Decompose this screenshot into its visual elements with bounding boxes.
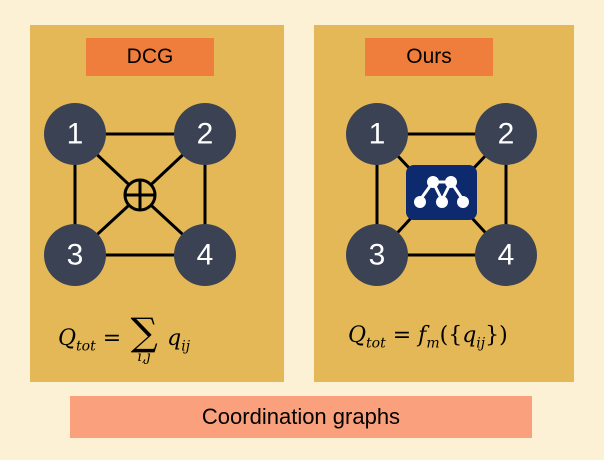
node-3: 3 bbox=[44, 224, 106, 286]
svg-text:3: 3 bbox=[369, 239, 386, 272]
ours-label: Ours bbox=[365, 38, 493, 76]
coordination-graphs-banner: Coordination graphs bbox=[70, 396, 532, 438]
dcg-graph: 1 2 3 4 bbox=[44, 103, 236, 286]
dcg-panel: DCG 1 2 bbox=[30, 25, 284, 382]
node-2: 2 bbox=[475, 103, 537, 165]
dcg-formula: Qtot = ∑ i,j qij bbox=[58, 310, 191, 365]
neural-network-icon bbox=[406, 165, 477, 220]
ours-graph: 1 2 3 4 bbox=[346, 103, 537, 286]
svg-text:4: 4 bbox=[498, 239, 515, 272]
ours-formula: Qtot = fm({qij}) bbox=[348, 323, 508, 352]
svg-text:2: 2 bbox=[197, 118, 214, 151]
node-4: 4 bbox=[475, 224, 537, 286]
circled-plus-icon bbox=[123, 178, 157, 212]
svg-text:1: 1 bbox=[67, 118, 84, 151]
node-2: 2 bbox=[174, 103, 236, 165]
svg-text:4: 4 bbox=[197, 239, 214, 272]
svg-text:2: 2 bbox=[498, 118, 515, 151]
svg-text:3: 3 bbox=[67, 239, 84, 272]
node-3: 3 bbox=[346, 224, 408, 286]
node-1: 1 bbox=[44, 103, 106, 165]
sum-operator: ∑ i,j bbox=[130, 310, 158, 365]
dcg-label: DCG bbox=[86, 38, 214, 76]
svg-text:1: 1 bbox=[369, 118, 386, 151]
node-4: 4 bbox=[174, 224, 236, 286]
node-1: 1 bbox=[346, 103, 408, 165]
ours-panel: Ours bbox=[314, 25, 574, 382]
